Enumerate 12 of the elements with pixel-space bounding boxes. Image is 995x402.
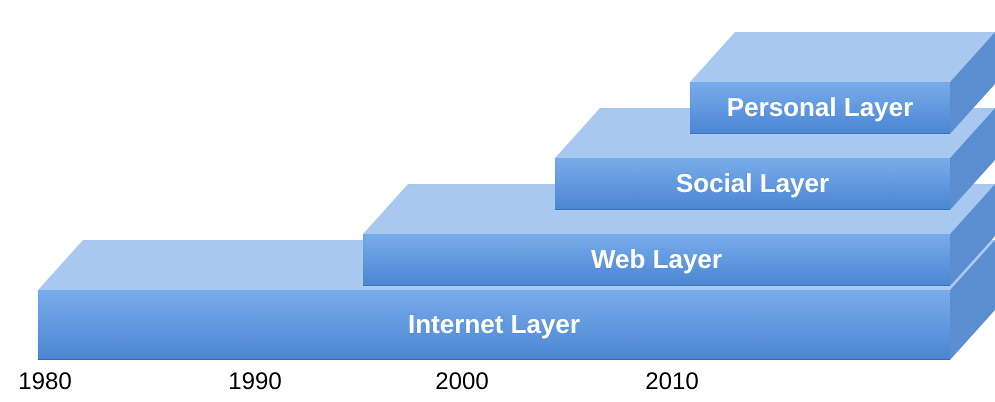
year-label: 1980 xyxy=(18,368,72,396)
layer-label: Internet Layer xyxy=(408,309,580,340)
year-label: 2000 xyxy=(435,368,489,396)
layer-label: Social Layer xyxy=(676,168,830,199)
layer-block xyxy=(555,158,950,210)
layer-block xyxy=(38,290,950,360)
layer-label: Web Layer xyxy=(590,244,722,275)
layer-block xyxy=(690,82,950,134)
year-label: 2010 xyxy=(645,368,699,396)
layer-block xyxy=(363,234,950,286)
year-label: 1990 xyxy=(228,368,282,396)
layer-label: Personal Layer xyxy=(726,92,914,123)
